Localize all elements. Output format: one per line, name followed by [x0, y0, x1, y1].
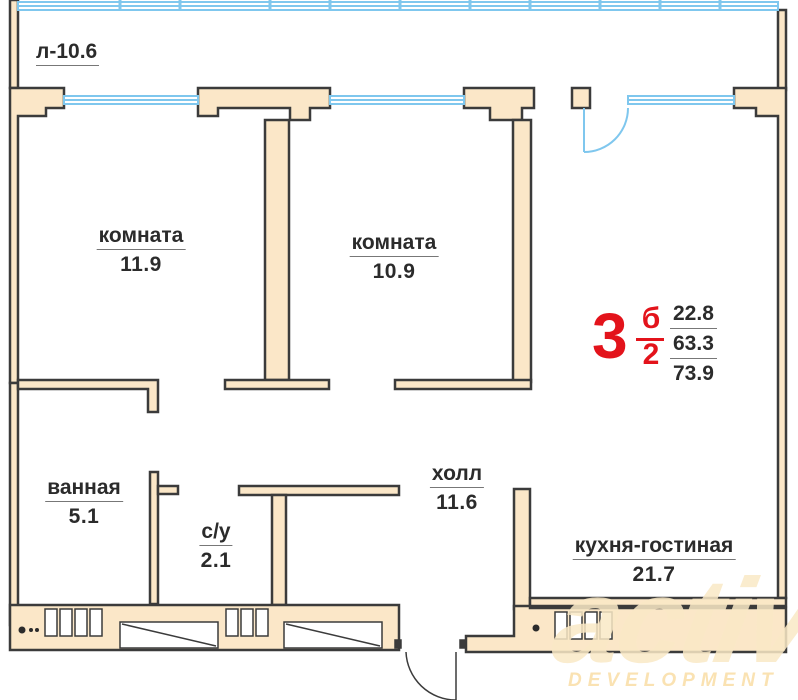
brand-tagline: DEVELOPMENT [568, 670, 779, 691]
wall [393, 378, 533, 391]
wall [511, 118, 533, 384]
total-area: 63.3 [670, 329, 717, 359]
living-area: 22.8 [670, 299, 717, 329]
wall [8, 381, 20, 627]
room-label-room-2: комната 10.9 [349, 230, 439, 284]
wall [223, 378, 331, 391]
utility-points [18, 624, 540, 634]
wall [237, 484, 401, 497]
room-name: комната [96, 223, 186, 250]
room-name: кухня-гостиная [572, 533, 736, 560]
room-label-toilet: с/у 2.1 [199, 519, 233, 573]
type-number: 2 [642, 338, 660, 371]
wall [16, 378, 160, 414]
wall [270, 493, 288, 607]
entrance-door [394, 639, 467, 700]
wall [512, 487, 532, 611]
radiators [44, 608, 613, 640]
loggia-label: л-10.6 [36, 40, 100, 66]
wall [528, 596, 788, 608]
room-name: холл [429, 461, 485, 488]
wall [570, 86, 592, 110]
wall [8, 86, 66, 385]
wall [462, 86, 536, 122]
room-label-hall: холл 11.6 [429, 461, 485, 515]
room-label-bathroom: ванная 5.1 [45, 475, 123, 529]
room-label-room-1: комната 11.9 [96, 223, 186, 277]
wall [156, 484, 180, 496]
room-label-kitchen-living: кухня-гостиная 21.7 [572, 533, 736, 587]
room-name: с/у [199, 519, 233, 546]
room-area: 21.7 [632, 563, 676, 586]
wall [263, 118, 291, 382]
wall [464, 604, 788, 654]
room-name: ванная [45, 475, 123, 502]
wall [732, 86, 788, 600]
windows [17, 1, 779, 105]
wall [196, 86, 332, 122]
room-area: 10.9 [372, 260, 416, 283]
room-area: 2.1 [200, 549, 232, 572]
room-area: 11.6 [436, 491, 478, 514]
wall [8, 0, 20, 90]
shafts [119, 621, 383, 649]
area-stats: 22.8 63.3 73.9 [670, 299, 717, 388]
wall [776, 8, 788, 92]
rooms-count: 3 [592, 300, 628, 372]
room-name: комната [349, 230, 439, 257]
walls [8, 0, 788, 654]
total-with-loggia: 73.9 [673, 362, 714, 385]
balcony-door [583, 107, 629, 153]
room-area: 11.9 [120, 253, 162, 276]
type-letter: б [641, 302, 661, 335]
room-area: 5.1 [68, 505, 100, 528]
fraction-bar [636, 338, 664, 341]
window-ticks [118, 0, 722, 10]
